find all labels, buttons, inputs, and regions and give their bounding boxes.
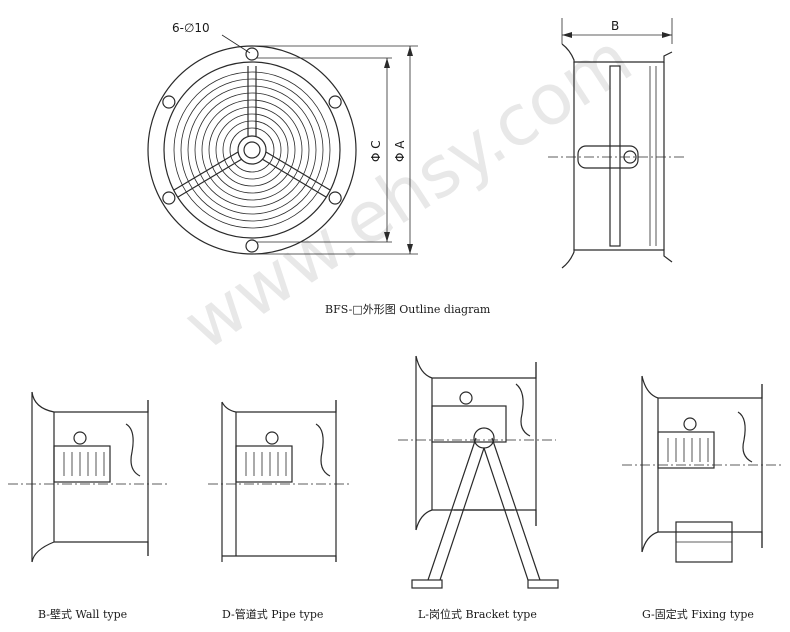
front-view: 6-∅10 Φ C Φ A bbox=[147, 21, 418, 255]
bolt-hole bbox=[162, 95, 176, 109]
arrow-c-top bbox=[384, 58, 390, 68]
pipe-type-view: D-管道式 Pipe type bbox=[208, 400, 350, 621]
bracket-foot-right bbox=[527, 579, 559, 589]
hub-outer bbox=[237, 135, 267, 165]
bracket-motor-eyebolt bbox=[459, 391, 473, 405]
wall-blade bbox=[125, 423, 141, 477]
hub-inner bbox=[243, 141, 261, 159]
dimension-c-label: Φ C bbox=[369, 140, 383, 162]
grille-ring bbox=[229, 127, 275, 173]
pipe-blade bbox=[315, 423, 331, 477]
bolt-hole bbox=[328, 191, 342, 205]
fixing-type-view: G-固定式 Fixing type bbox=[622, 375, 782, 621]
bolt-hole bbox=[245, 239, 259, 253]
bracket-leg-right bbox=[483, 437, 541, 581]
bracket-caption: L-岗位式 Bracket type bbox=[418, 607, 537, 621]
side-top-flange bbox=[561, 43, 673, 63]
grille-spokes bbox=[173, 66, 331, 198]
fixing-blade bbox=[737, 411, 753, 463]
fixing-motor-fins bbox=[667, 438, 709, 462]
flange-inner-ring bbox=[163, 61, 341, 239]
fixing-motor bbox=[657, 431, 715, 469]
grille-ring bbox=[194, 92, 310, 208]
outline-caption: BFS-□外形图 Outline diagram bbox=[325, 303, 491, 316]
bracket-type-view: L-岗位式 Bracket type bbox=[398, 355, 559, 621]
bracket-bottom-flange bbox=[415, 509, 537, 531]
fixing-top-flange bbox=[641, 375, 763, 399]
arrow-b-right bbox=[662, 32, 672, 38]
grille-ring bbox=[187, 85, 317, 215]
fixing-caption: G-固定式 Fixing type bbox=[642, 607, 754, 621]
hole-label: 6-∅10 bbox=[172, 21, 210, 35]
side-view: B bbox=[548, 18, 686, 269]
pipe-bottom-flange bbox=[222, 555, 337, 562]
dimension-a-label: Φ A bbox=[393, 140, 407, 162]
grille-ring bbox=[201, 99, 303, 201]
grille-ring bbox=[222, 120, 282, 180]
pipe-top-flange bbox=[221, 400, 337, 413]
grille-ring bbox=[180, 78, 324, 222]
arrow-a-top bbox=[407, 46, 413, 56]
wall-motor-fins bbox=[63, 452, 105, 476]
bolt-hole bbox=[245, 47, 259, 61]
bracket-blade bbox=[515, 383, 531, 437]
wall-motor bbox=[53, 445, 111, 483]
side-bottom-flange bbox=[561, 249, 673, 269]
pipe-motor-fins bbox=[245, 452, 287, 476]
bracket-top-flange bbox=[415, 355, 537, 379]
bolt-hole bbox=[162, 191, 176, 205]
pipe-motor bbox=[235, 445, 293, 483]
arrow-c-bottom bbox=[384, 232, 390, 242]
wall-top-flange bbox=[31, 391, 149, 413]
grille-ring bbox=[208, 106, 296, 194]
grille-ring bbox=[173, 71, 331, 229]
grille-ring bbox=[215, 113, 289, 187]
bracket-motor bbox=[431, 405, 507, 443]
hole-leader-line bbox=[221, 34, 251, 54]
bracket-pivot bbox=[473, 427, 495, 449]
dimension-b-label: B bbox=[611, 19, 619, 33]
grille-rings bbox=[173, 71, 331, 229]
wall-bottom-flange bbox=[31, 541, 149, 563]
pipe-caption: D-管道式 Pipe type bbox=[222, 607, 323, 621]
bolt-hole bbox=[328, 95, 342, 109]
wall-caption: B-壁式 Wall type bbox=[38, 607, 127, 621]
wall-type-view: B-壁式 Wall type bbox=[8, 391, 170, 621]
side-grille-bar bbox=[609, 65, 621, 247]
bracket-foot-left bbox=[411, 579, 443, 589]
arrow-a-bottom bbox=[407, 244, 413, 254]
bolt-holes bbox=[162, 47, 342, 253]
bracket-leg-left bbox=[427, 437, 485, 581]
fixing-motor-eyebolt bbox=[683, 417, 697, 431]
pipe-motor-eyebolt bbox=[265, 431, 279, 445]
arrow-b-left bbox=[562, 32, 572, 38]
wall-motor-eyebolt bbox=[73, 431, 87, 445]
